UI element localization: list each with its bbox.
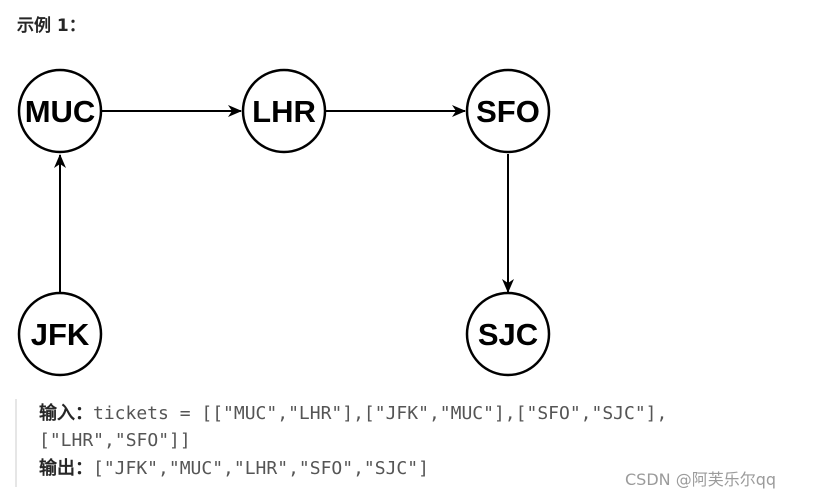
node-muc: MUC xyxy=(17,68,103,154)
node-jfk: JFK xyxy=(17,291,103,377)
itinerary-graph: MUC LHR SFO JFK SJC xyxy=(17,68,551,377)
example-title: 示例 1： xyxy=(17,16,86,36)
output-value: ["JFK","MUC","LHR","SFO","SJC"] xyxy=(93,458,429,479)
input-line: 输入：tickets = [["MUC","LHR"],["JFK","MUC"… xyxy=(39,402,667,426)
input-continuation-line: ["LHR","SFO"]] xyxy=(39,429,191,453)
node-sfo: SFO xyxy=(465,68,551,154)
node-lhr: LHR xyxy=(241,68,327,154)
node-label-jfk: JFK xyxy=(31,317,90,352)
output-line: 输出：["JFK","MUC","LHR","SFO","SJC"] xyxy=(39,457,429,481)
input-label: 输入： xyxy=(39,403,93,424)
example-io-block: 输入：tickets = [["MUC","LHR"],["JFK","MUC"… xyxy=(15,399,775,487)
node-label-muc: MUC xyxy=(25,94,96,129)
watermark: CSDN @阿芙乐尔qq xyxy=(625,470,777,489)
output-label: 输出： xyxy=(39,458,93,479)
node-label-sjc: SJC xyxy=(478,317,538,352)
input-value-line1: tickets = [["MUC","LHR"],["JFK","MUC"],[… xyxy=(93,403,668,424)
input-value-line2: ["LHR","SFO"]] xyxy=(39,430,191,451)
node-label-sfo: SFO xyxy=(476,94,540,129)
node-label-lhr: LHR xyxy=(252,94,316,129)
node-sjc: SJC xyxy=(465,291,551,377)
